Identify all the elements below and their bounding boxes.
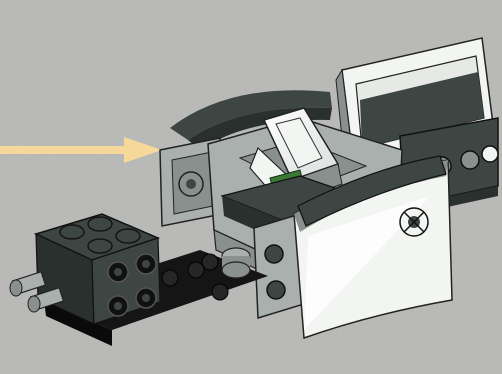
light-gray-round-stud	[222, 248, 250, 278]
